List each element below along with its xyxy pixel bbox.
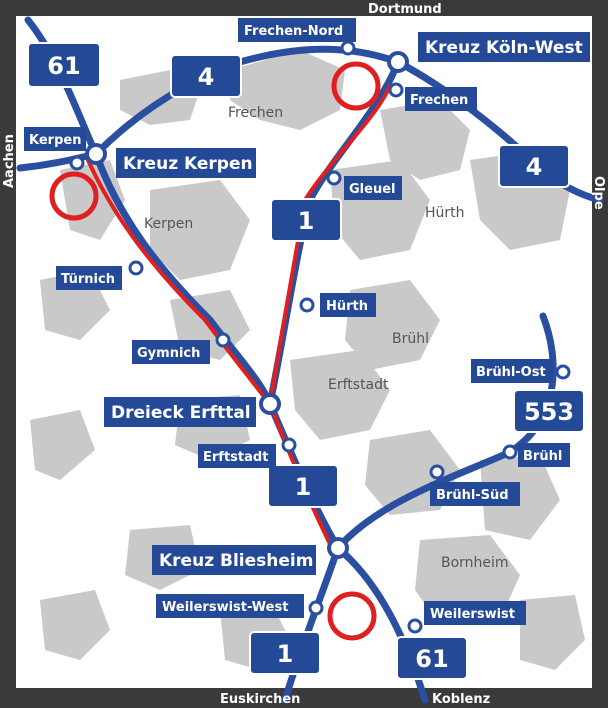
red-circle-marker <box>327 591 377 641</box>
destination-dortmund: Dortmund <box>368 2 442 17</box>
label-gymnich: Gymnich <box>132 340 210 364</box>
destination-koblenz: Koblenz <box>432 692 490 707</box>
svg-text:Gleuel: Gleuel <box>349 182 395 197</box>
svg-text:1: 1 <box>295 473 312 501</box>
red-circle-marker <box>331 61 381 111</box>
autobahn-shields: 61 4 4 1 1 553 1 61 <box>27 42 585 680</box>
label-dreieck-erfttal: Dreieck Erfttal <box>104 397 256 427</box>
svg-text:Brühl-Süd: Brühl-Süd <box>436 488 509 503</box>
svg-text:Kreuz Köln-West: Kreuz Köln-West <box>425 38 583 58</box>
town-huerth: Hürth <box>425 205 465 221</box>
svg-text:Weilerswist-West: Weilerswist-West <box>162 600 288 615</box>
shield-a1-middle: 1 <box>267 464 339 508</box>
junction-labels: Kreuz Köln-West Kreuz Kerpen Dreieck Erf… <box>104 32 590 575</box>
svg-text:4: 4 <box>526 153 543 181</box>
svg-text:Brühl: Brühl <box>523 449 562 464</box>
svg-text:Gymnich: Gymnich <box>137 346 200 361</box>
label-bruehl: Brühl <box>518 443 570 467</box>
svg-text:Kreuz Kerpen: Kreuz Kerpen <box>123 154 253 174</box>
label-kreuz-koeln-west: Kreuz Köln-West <box>418 32 590 62</box>
label-bruehl-sued: Brühl-Süd <box>430 482 520 506</box>
town-frechen: Frechen <box>228 105 283 121</box>
svg-text:Türnich: Türnich <box>61 272 115 287</box>
label-gleuel: Gleuel <box>344 176 402 200</box>
road-a61-north <box>24 16 100 158</box>
shield-a4-west: 4 <box>170 54 242 98</box>
svg-text:Kerpen: Kerpen <box>29 133 81 148</box>
label-kerpen: Kerpen <box>24 127 86 151</box>
svg-text:1: 1 <box>298 207 315 235</box>
svg-text:Kreuz Bliesheim: Kreuz Bliesheim <box>159 551 313 571</box>
svg-text:Brühl-Ost: Brühl-Ost <box>476 365 546 380</box>
label-weilerswist: Weilerswist <box>424 601 526 625</box>
label-frechen: Frechen <box>405 87 477 111</box>
svg-text:Frechen-Nord: Frechen-Nord <box>244 24 343 39</box>
shield-a1-south: 1 <box>249 631 321 675</box>
svg-text:Dreieck Erfttal: Dreieck Erfttal <box>111 403 251 423</box>
junction-nodes <box>85 51 409 559</box>
shield-a553: 553 <box>513 389 585 433</box>
town-erftstadt: Erftstadt <box>328 377 389 393</box>
town-kerpen: Kerpen <box>144 216 193 232</box>
shield-a1-north: 1 <box>270 198 342 242</box>
shield-a4-east: 4 <box>498 144 570 188</box>
town-bruehl: Brühl <box>392 331 429 347</box>
svg-text:4: 4 <box>198 63 215 91</box>
svg-text:61: 61 <box>47 52 80 80</box>
label-weilerswist-west: Weilerswist-West <box>156 594 304 618</box>
label-huerth: Hürth <box>320 293 376 317</box>
svg-text:61: 61 <box>415 645 448 673</box>
town-labels: Frechen Kerpen Hürth Brühl Erftstadt Bor… <box>144 105 509 571</box>
svg-text:Weilerswist: Weilerswist <box>430 607 515 622</box>
shield-a61-north: 61 <box>27 42 101 88</box>
label-bruehl-ost: Brühl-Ost <box>471 359 553 383</box>
town-bornheim: Bornheim <box>441 555 509 571</box>
red-circle-markers <box>49 61 381 641</box>
shield-a61-south: 61 <box>396 636 468 680</box>
destination-euskirchen: Euskirchen <box>220 692 300 707</box>
label-erftstadt: Erftstadt <box>198 444 276 468</box>
exit-nodes <box>69 40 571 634</box>
label-kreuz-bliesheim: Kreuz Bliesheim <box>152 545 316 575</box>
destination-aachen: Aachen <box>2 134 17 188</box>
svg-text:Hürth: Hürth <box>326 299 368 314</box>
road-a61-main <box>92 150 274 408</box>
svg-text:Frechen: Frechen <box>410 93 468 108</box>
red-circle-marker <box>49 171 99 221</box>
exit-labels: Frechen-Nord Frechen Kerpen Gleuel Türni… <box>24 18 570 625</box>
label-tuernich: Türnich <box>56 266 122 290</box>
svg-text:1: 1 <box>277 640 294 668</box>
label-frechen-nord: Frechen-Nord <box>238 18 356 42</box>
svg-text:Erftstadt: Erftstadt <box>203 450 268 465</box>
label-kreuz-kerpen: Kreuz Kerpen <box>116 148 256 178</box>
destination-olpe: Olpe <box>591 176 606 210</box>
svg-text:553: 553 <box>524 398 574 426</box>
